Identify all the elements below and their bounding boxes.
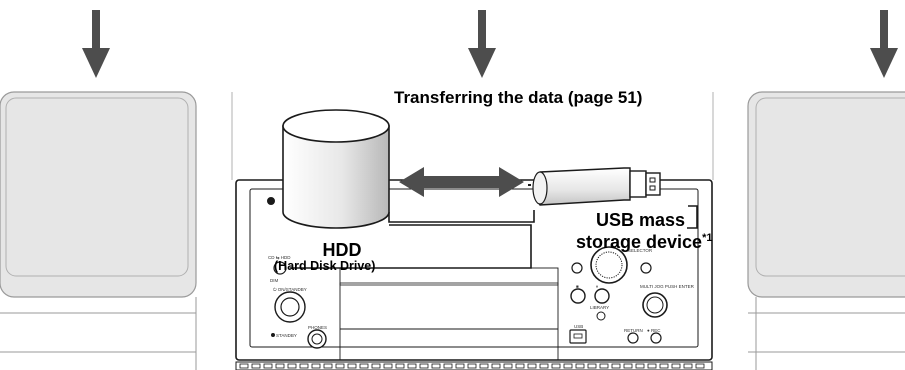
foot-slot	[455, 363, 465, 369]
foot-slot	[479, 363, 489, 369]
down-arrow-center	[468, 10, 496, 78]
foot-slot	[263, 363, 273, 369]
right-speaker	[747, 91, 905, 370]
dim-marking: DIM	[270, 278, 279, 283]
standby-marking: STANDBY	[276, 333, 297, 338]
foot-slot	[695, 363, 705, 369]
down-arrow-left	[82, 10, 110, 78]
usb-label-line1: USB mass	[596, 210, 686, 230]
usb-stick	[528, 167, 661, 206]
foot-slot	[323, 363, 333, 369]
foot-slot	[275, 363, 285, 369]
right-controls	[569, 246, 668, 344]
unit-back-edges	[231, 92, 714, 180]
connector-path	[290, 205, 698, 269]
foot-slot	[431, 363, 441, 369]
foot-slot	[623, 363, 633, 369]
foot-slot	[611, 363, 621, 369]
pause-marking: ⏸	[596, 284, 599, 289]
foot-slot	[359, 363, 369, 369]
on-standby-marking: ⏻ ON/STANDBY	[273, 287, 307, 292]
transfer-caption: Transferring the data (page 51)	[394, 88, 643, 107]
phones-marking: PHONES	[308, 325, 328, 330]
return-marking: RETURN	[624, 328, 643, 333]
hdd-subtitle: (Hard Disk Drive)	[274, 259, 376, 273]
foot-slot	[527, 363, 537, 369]
foot-slot	[251, 363, 261, 369]
foot-slot	[311, 363, 321, 369]
foot-slot	[347, 363, 357, 369]
foot-slot	[671, 363, 681, 369]
left-controls	[271, 261, 327, 349]
foot-slot	[407, 363, 417, 369]
foot-slot	[551, 363, 561, 369]
foot-slot	[515, 363, 525, 369]
transfer-double-arrow	[399, 167, 524, 197]
down-arrow-right	[870, 10, 898, 78]
feet-strip-pattern	[239, 363, 705, 369]
foot-slot	[635, 363, 645, 369]
stop-marking: ■	[576, 284, 579, 289]
foot-slot	[683, 363, 693, 369]
left-speaker	[0, 91, 197, 370]
usb-label-text: storage device	[576, 232, 703, 252]
cd-hdd-marking: CD ⇆ HDD	[268, 255, 291, 260]
foot-slot	[503, 363, 513, 369]
foot-slot	[383, 363, 393, 369]
foot-slot	[443, 363, 453, 369]
usb-footnote-marker: *1	[702, 232, 713, 244]
usb-port-marking: USB	[574, 324, 584, 329]
rec-marking: ● REC	[647, 328, 661, 333]
multi-jog-marking: MULTI JOG PUSH ENTER	[640, 284, 694, 289]
foot-slot	[395, 363, 405, 369]
foot-slot	[239, 363, 249, 369]
foot-slot	[335, 363, 345, 369]
foot-slot	[647, 363, 657, 369]
library-marking: LIBRARY	[590, 305, 610, 310]
foot-slot	[287, 363, 297, 369]
hdd-title: HDD	[322, 240, 362, 260]
usb-label-line2: storage device*1	[576, 232, 712, 253]
foot-slot	[419, 363, 429, 369]
foot-slot	[599, 363, 609, 369]
foot-slot	[659, 363, 669, 369]
foot-slot	[467, 363, 477, 369]
foot-slot	[539, 363, 549, 369]
foot-slot	[371, 363, 381, 369]
foot-slot	[299, 363, 309, 369]
selector-marking: SELECTOR	[628, 248, 653, 253]
foot-slot	[587, 363, 597, 369]
hdd-cylinder	[282, 109, 390, 229]
foot-slot	[491, 363, 501, 369]
foot-slot	[563, 363, 573, 369]
foot-slot	[575, 363, 585, 369]
